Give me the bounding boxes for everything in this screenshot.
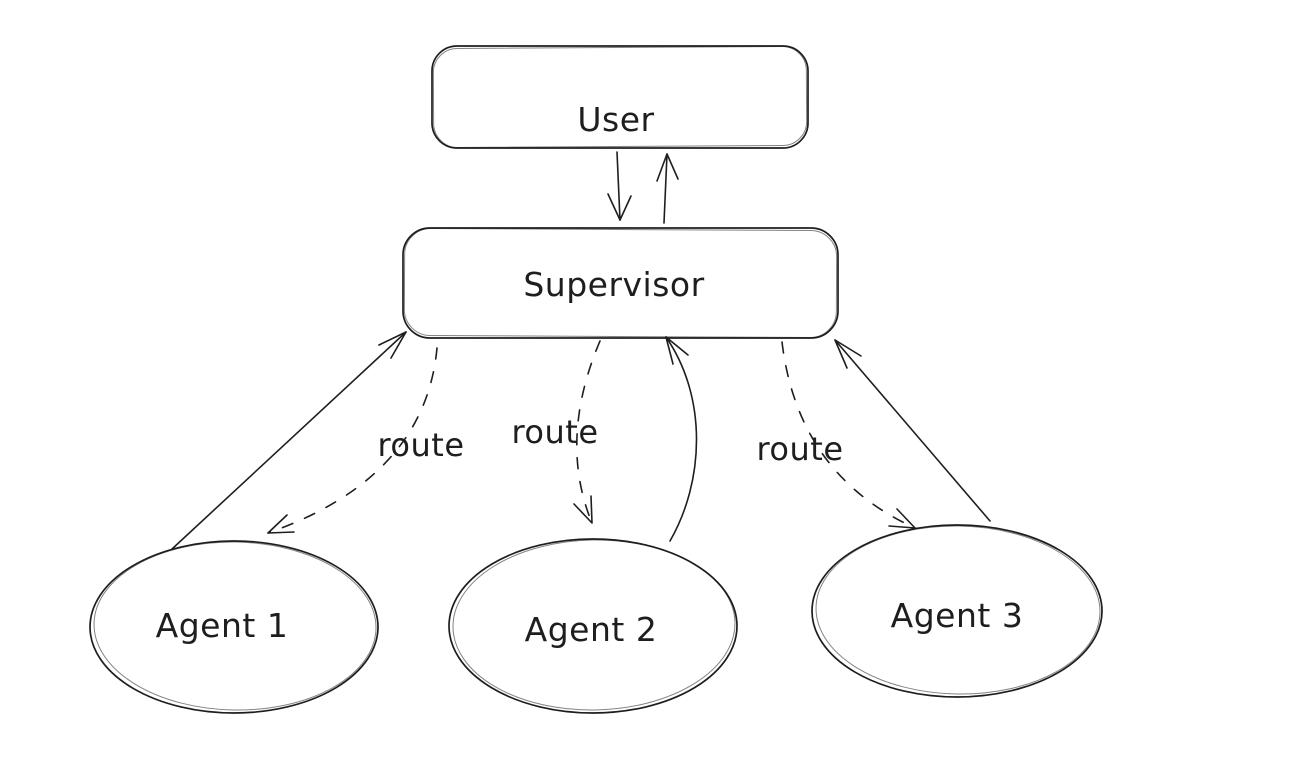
supervisor-node-label: Supervisor	[523, 265, 704, 304]
edge-supervisor-to-user	[656, 153, 679, 224]
edge-line	[834, 339, 991, 522]
agent-3-node-ellipse	[811, 524, 1103, 698]
agent-2-node-label: Agent 2	[525, 610, 658, 649]
route-label-3: route	[756, 430, 843, 468]
edge-supervisor-to-agent1-route	[267, 347, 438, 534]
edge-agent2-to-supervisor	[665, 336, 698, 542]
agent-1-node-label: Agent 1	[156, 606, 289, 645]
agent-1-node-ellipse	[89, 540, 379, 714]
edge-user-to-supervisor	[607, 151, 632, 221]
edge-line-dashed	[267, 347, 438, 534]
arrowhead-icon	[573, 495, 593, 524]
agent-3-node-label: Agent 3	[891, 596, 1024, 635]
arrowhead-icon	[888, 508, 916, 529]
user-node: User	[431, 45, 809, 149]
edge-agent1-to-supervisor	[171, 331, 407, 550]
arrowhead-icon	[267, 514, 295, 534]
arrowhead-up-icon	[656, 153, 679, 182]
agent-2-node: Agent 2	[448, 538, 738, 714]
arrowhead-icon	[834, 339, 862, 369]
edge-agent3-to-supervisor	[834, 339, 991, 522]
supervisor-node: Supervisor	[402, 227, 839, 339]
edge-line-dashed	[781, 341, 916, 529]
agent-2-node-ellipse-sketch	[452, 539, 736, 711]
supervisor-node-box	[402, 227, 839, 339]
route-label-2: route	[511, 413, 598, 451]
edge-line-dashed	[576, 340, 601, 524]
agent-3-node-ellipse-sketch	[815, 525, 1101, 695]
user-node-box-sketch	[432, 46, 808, 148]
edge-line	[616, 151, 621, 221]
edge-line	[171, 331, 407, 550]
route-label-1: route	[377, 426, 464, 464]
agent-3-node: Agent 3	[811, 524, 1103, 698]
supervisor-node-box-sketch	[403, 228, 838, 338]
arrowhead-icon	[378, 331, 407, 359]
edge-line	[665, 336, 698, 542]
agent-2-node-ellipse	[448, 538, 738, 714]
user-node-label: User	[577, 100, 654, 139]
edge-line	[663, 153, 668, 224]
user-node-box	[431, 45, 809, 149]
agent-1-node-ellipse-sketch	[93, 541, 377, 711]
arrowhead-down-icon	[607, 193, 632, 221]
agent-1-node: Agent 1	[89, 540, 379, 714]
edge-supervisor-to-agent2-route	[573, 340, 601, 524]
